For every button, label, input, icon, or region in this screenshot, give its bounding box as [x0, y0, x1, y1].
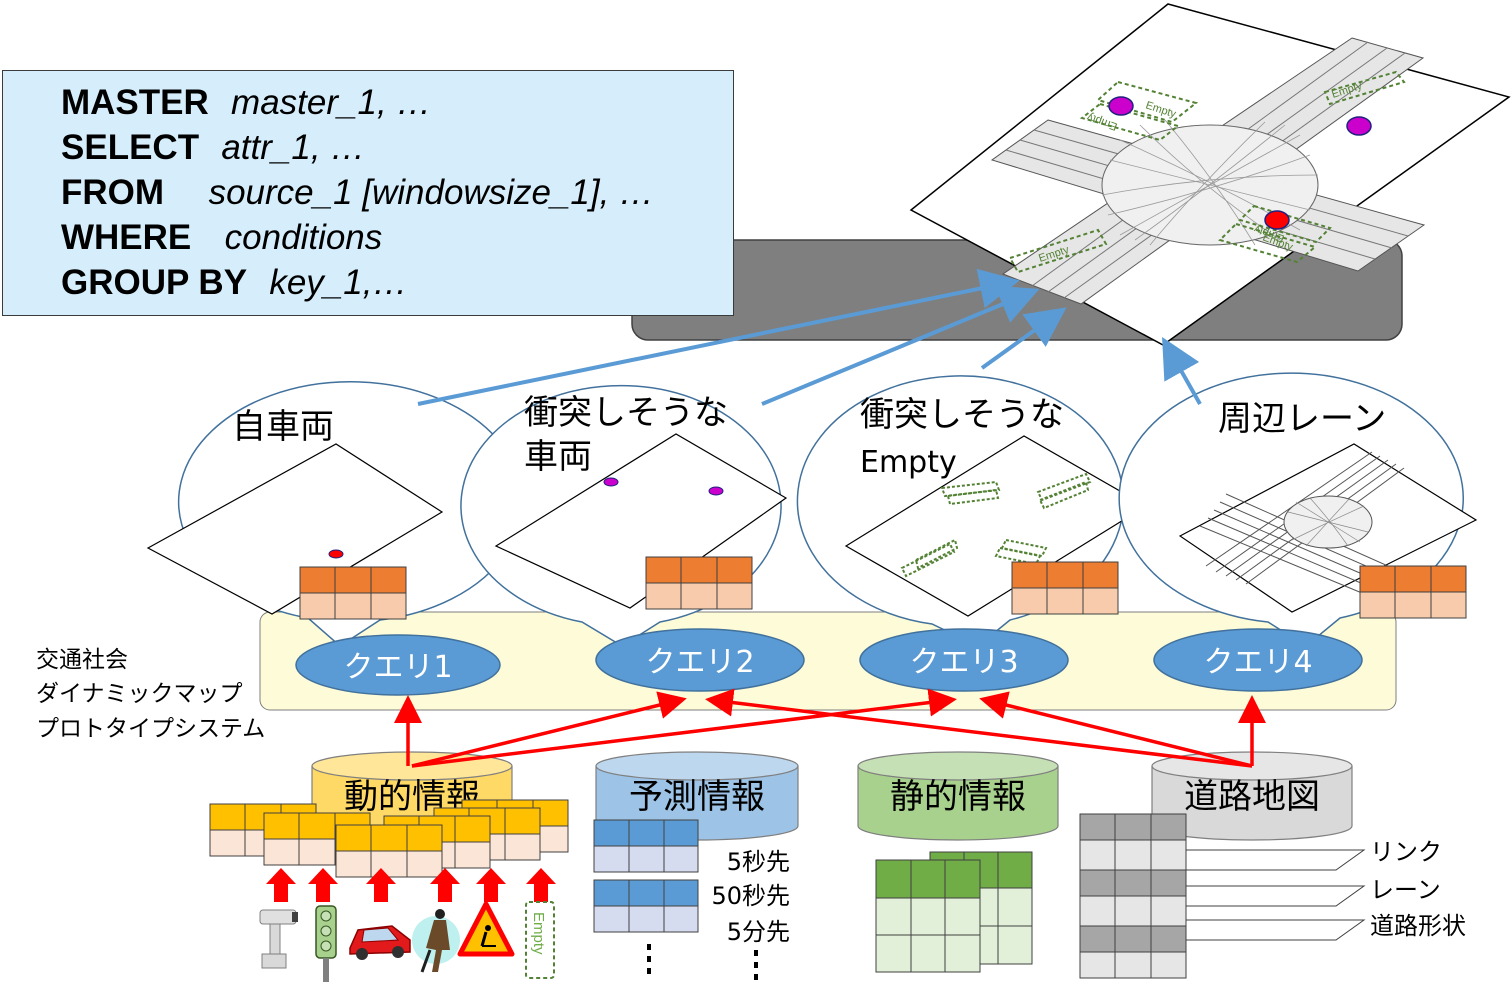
- sql-from-line: FROM source_1 [windowsize_1], …: [61, 173, 654, 213]
- road-map-layers: [1185, 849, 1366, 941]
- data-source-arrow: [411, 688, 957, 768]
- data-source-arrow: [979, 691, 1253, 768]
- db-label-prediction: 予測情報: [629, 777, 765, 817]
- sql-keyword: WHERE: [61, 218, 192, 257]
- prediction-label: 5秒先: [727, 848, 790, 876]
- result-table-2: [645, 556, 753, 610]
- db-static: [857, 751, 1059, 841]
- sql-select-line: SELECT attr_1, …: [61, 128, 365, 168]
- prediction-label: 50秒先: [711, 882, 790, 910]
- empty-sensor-icon: Empty: [525, 901, 555, 979]
- query-3[interactable]: クエリ3: [859, 628, 1069, 692]
- result-table-1: [299, 566, 407, 620]
- road-map-label: レーン: [1370, 876, 1441, 904]
- bubble-label-surrounding-lanes: 周辺レーン: [1218, 399, 1386, 439]
- continuation-dots: [647, 944, 758, 980]
- query-2[interactable]: クエリ2: [595, 628, 805, 692]
- static-table: [875, 859, 981, 973]
- car-icon: [349, 925, 411, 960]
- traffic-light-icon: [315, 905, 337, 982]
- pedestrian-icon: [412, 909, 460, 973]
- sql-arguments: conditions: [224, 218, 383, 257]
- bubble-label-collision-empty: 衝突しそうな: [860, 395, 1064, 435]
- own-vehicle-marker: [1264, 210, 1290, 230]
- road-map-table: [1079, 813, 1187, 979]
- sql-keyword: SELECT: [61, 128, 200, 167]
- sql-keyword: GROUP BY: [61, 263, 248, 302]
- data-source-arrow: [705, 688, 1253, 768]
- bubble-label-collision-empty: Empty: [860, 445, 957, 480]
- road-map-label: 道路形状: [1370, 912, 1466, 940]
- query-result-arrow: [417, 268, 1020, 406]
- query-label: クエリ3: [909, 645, 1018, 680]
- system-label: ダイナミックマップ: [36, 681, 243, 707]
- bubble-own-vehicle: [146, 381, 524, 647]
- query-result-arrow: [1162, 337, 1202, 405]
- sql-arguments: attr_1, …: [221, 128, 366, 167]
- vehicle-marker: [603, 477, 619, 487]
- bubble-label-collision-vehicle: 車両: [524, 437, 592, 477]
- camera-icon: [259, 909, 298, 969]
- vehicle-marker: [1108, 96, 1134, 116]
- data-source-arrow: [411, 691, 687, 768]
- road-map-label: リンク: [1370, 838, 1442, 866]
- prediction-table: [593, 879, 699, 933]
- sql-keyword: MASTER: [61, 83, 209, 122]
- query-label: クエリ1: [343, 650, 452, 685]
- sql-group-by-line: GROUP BY key_1,…: [61, 263, 407, 303]
- prediction-table: [593, 819, 699, 873]
- query-label: クエリ2: [645, 645, 754, 680]
- sql-arguments: master_1, …: [231, 83, 432, 122]
- query-label: クエリ4: [1203, 645, 1312, 680]
- query-result-arrow: [980, 307, 1067, 370]
- sql-arguments: key_1,…: [269, 263, 408, 302]
- bubble-label-collision-vehicle: 衝突しそうな: [524, 393, 728, 433]
- empty-sensor-label: Empty: [530, 912, 547, 955]
- road-work-sign-icon: [457, 901, 515, 957]
- bubble-label-own-vehicle: 自車両: [232, 407, 334, 447]
- system-label: プロトタイプシステム: [36, 716, 265, 742]
- sql-query-box: MASTER master_1, … SELECT attr_1, … FROM…: [2, 70, 734, 316]
- system-band: [259, 611, 1397, 711]
- vehicle-marker: [328, 549, 344, 559]
- query-4[interactable]: クエリ4: [1153, 628, 1363, 692]
- system-label: 交通社会: [36, 647, 128, 673]
- prediction-label: 5分先: [727, 918, 790, 946]
- query-result-arrow: [761, 285, 1040, 406]
- sql-arguments: source_1 [windowsize_1], …: [208, 173, 655, 212]
- vehicle-marker: [1346, 116, 1372, 136]
- query-1[interactable]: クエリ1: [295, 634, 501, 696]
- vehicle-marker: [708, 486, 724, 496]
- db-label-static: 静的情報: [890, 777, 1026, 817]
- sensor-arrows: [266, 868, 556, 902]
- sql-master-line: MASTER master_1, …: [61, 83, 431, 123]
- db-label-road-map: 道路地図: [1184, 777, 1320, 817]
- intersection-map: Empty Empty Empty Empty Empty Empty: [909, 3, 1511, 346]
- dynamic-data-tables: [209, 799, 569, 878]
- sql-keyword: FROM: [61, 173, 165, 212]
- result-table-3: [1011, 561, 1119, 615]
- sql-where-line: WHERE conditions: [61, 218, 382, 258]
- result-table-4: [1359, 565, 1467, 619]
